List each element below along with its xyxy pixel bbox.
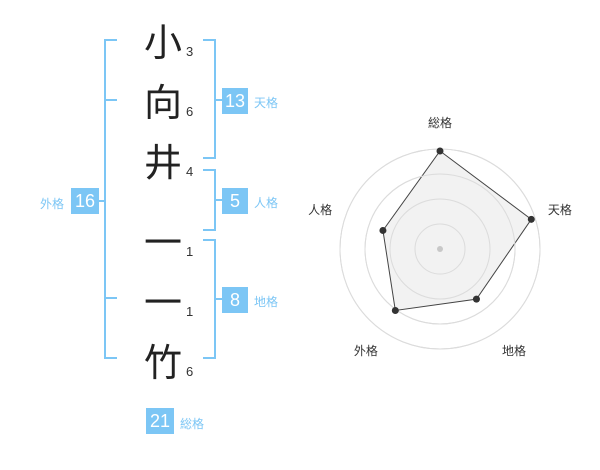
radar-point-2 <box>472 295 480 303</box>
tenkaku-value-box: 13 <box>222 88 248 114</box>
jinkaku-label: 人格 <box>254 196 279 210</box>
name-char-3: 井 <box>143 141 182 185</box>
chikaku-label: 地格 <box>254 295 279 309</box>
stroke-count-1: 3 <box>186 44 194 59</box>
radar-axis-label-2: 地格 <box>502 343 526 358</box>
radar-axis-label-1: 天格 <box>548 202 572 217</box>
radar-ring-overlay-3 <box>364 173 516 325</box>
chikaku-value-box: 8 <box>222 287 248 313</box>
radar-ring-overlay-2 <box>389 198 491 300</box>
soukaku-value-box: 21 <box>146 408 174 434</box>
name-char-4: 一 <box>143 221 182 265</box>
radar-ring-overlay-1 <box>414 223 466 275</box>
radar-point-4 <box>379 226 387 234</box>
name-char-2: 向 <box>143 81 182 125</box>
soukaku-label: 総格 <box>180 417 205 431</box>
tenkaku-label: 天格 <box>254 96 279 110</box>
name-char-5: 一 <box>143 281 182 325</box>
stroke-count-5: 1 <box>186 304 194 319</box>
stroke-count-2: 6 <box>186 104 194 119</box>
radar-axis-label-4: 人格 <box>308 202 332 217</box>
radar-axis-label-3: 外格 <box>354 343 378 358</box>
stroke-count-3: 4 <box>186 164 194 179</box>
radar-axis-label-0: 総格 <box>428 115 452 130</box>
jinkaku-value-box: 5 <box>222 188 248 214</box>
radar-point-3 <box>391 306 399 314</box>
gaikaku-label: 外格 <box>40 197 65 211</box>
radar-point-0 <box>436 147 444 155</box>
stroke-count-6: 6 <box>186 364 194 379</box>
radar-point-1 <box>527 215 535 223</box>
name-char-6: 竹 <box>143 341 182 385</box>
stroke-count-4: 1 <box>186 244 194 259</box>
name-char-1: 小 <box>143 21 182 65</box>
gaikaku-value-box: 16 <box>71 188 99 214</box>
gaikaku-bracket <box>104 39 117 359</box>
radar-center-dot <box>437 246 443 252</box>
